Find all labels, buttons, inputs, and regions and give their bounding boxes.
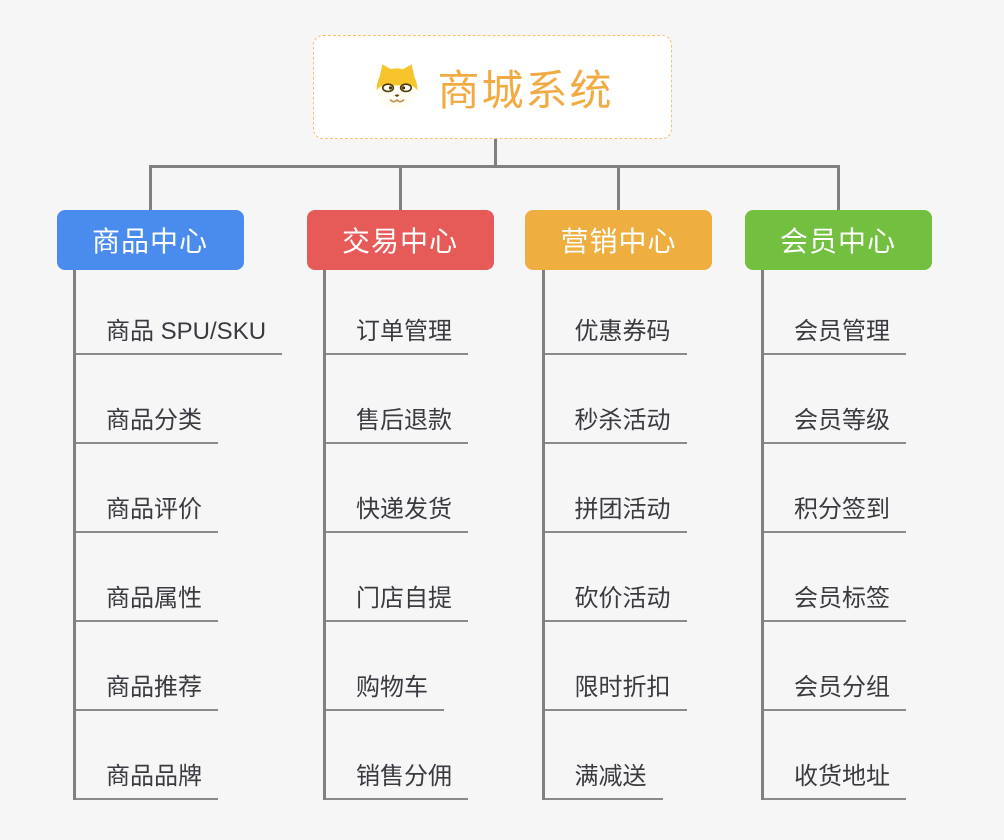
branch-header-label: 商品中心 (91, 226, 208, 257)
connector-branch-drop (398, 166, 402, 212)
root-topic-label: 商城系统 (437, 66, 614, 114)
branch-item-list: 优惠券码秒杀活动拼团活动砍价活动限时折扣满减送 (541, 270, 687, 800)
branch-item-row: 订单管理 (323, 270, 468, 355)
branch-item-row: 拼团活动 (541, 444, 687, 533)
topic-node[interactable]: 砍价活动 (544, 578, 687, 622)
topic-node[interactable]: 会员标签 (764, 578, 906, 622)
connector-root-drop (493, 139, 497, 168)
branch-item-row: 会员标签 (761, 533, 906, 622)
topic-node[interactable]: 秒杀活动 (544, 400, 687, 444)
branch-item-row: 会员管理 (761, 270, 906, 355)
branch-item-row: 积分签到 (761, 444, 906, 533)
branch-item-row: 商品品牌 (73, 711, 282, 800)
topic-node[interactable]: 积分签到 (764, 489, 906, 533)
topic-node[interactable]: 满减送 (544, 756, 663, 800)
topic-node[interactable]: 优惠券码 (544, 311, 687, 355)
branch-header-node[interactable]: 交易中心 (306, 210, 494, 270)
branch-item-row: 收货地址 (761, 711, 906, 800)
branch-item-row: 满减送 (541, 711, 687, 800)
branch-item-list: 会员管理会员等级积分签到会员标签会员分组收货地址 (761, 270, 906, 800)
dog-face-icon (371, 61, 423, 113)
topic-node[interactable]: 收货地址 (764, 756, 906, 800)
topic-node[interactable]: 门店自提 (326, 578, 468, 622)
branch-header-label: 营销中心 (560, 226, 677, 257)
branch-item-row: 砍价活动 (541, 533, 687, 622)
branch-item-row: 快递发货 (323, 444, 468, 533)
root-topic-node[interactable]: 商城系统 (313, 35, 672, 139)
topic-node[interactable]: 商品分类 (76, 400, 218, 444)
branch-item-row: 商品推荐 (73, 622, 282, 711)
branch-item-row: 会员分组 (761, 622, 906, 711)
topic-node[interactable]: 快递发货 (326, 489, 468, 533)
branch-header-label: 交易中心 (341, 226, 458, 257)
branch-item-row: 会员等级 (761, 355, 906, 444)
branch-item-row: 限时折扣 (541, 622, 687, 711)
topic-node[interactable]: 商品评价 (76, 489, 218, 533)
topic-node[interactable]: 商品品牌 (76, 756, 218, 800)
branch-item-list: 订单管理售后退款快递发货门店自提购物车销售分佣 (323, 270, 468, 800)
branch-item-row: 商品分类 (73, 355, 282, 444)
topic-node[interactable]: 拼团活动 (544, 489, 687, 533)
topic-node[interactable]: 售后退款 (326, 400, 468, 444)
branch-header-label: 会员中心 (779, 226, 896, 257)
branch-item-list: 商品 SPU/SKU 商品分类商品评价商品属性商品推荐商品品牌 (73, 270, 283, 800)
topic-node[interactable]: 商品属性 (76, 578, 218, 622)
topic-node[interactable]: 商品推荐 (76, 667, 218, 711)
topic-node[interactable]: 销售分佣 (326, 756, 468, 800)
connector-rail (148, 165, 840, 168)
topic-node[interactable]: 购物车 (326, 667, 444, 711)
branch-item-row: 商品属性 (73, 533, 282, 622)
branch-item-row: 购物车 (323, 622, 468, 711)
topic-node[interactable]: 会员等级 (764, 400, 906, 444)
topic-node[interactable]: 会员管理 (764, 311, 906, 355)
branch-item-row: 销售分佣 (323, 711, 468, 800)
branch-item-row: 门店自提 (323, 533, 468, 622)
branch-header-node[interactable]: 商品中心 (56, 210, 244, 270)
branch-item-row: 秒杀活动 (541, 355, 687, 444)
topic-node[interactable]: 限时折扣 (544, 667, 687, 711)
branch-item-row: 优惠券码 (541, 270, 687, 355)
branch-item-row: 售后退款 (323, 355, 468, 444)
branch-item-row: 商品 SPU/SKU (73, 270, 283, 355)
branch-header-node[interactable]: 会员中心 (744, 210, 932, 270)
branch-item-row: 商品评价 (73, 444, 282, 533)
connector-branch-drop (836, 166, 840, 212)
topic-node[interactable]: 订单管理 (326, 311, 468, 355)
topic-node[interactable]: 商品 SPU/SKU (76, 311, 283, 355)
topic-node[interactable]: 会员分组 (764, 667, 906, 711)
connector-branch-drop (148, 166, 152, 212)
connector-branch-drop (617, 166, 620, 212)
branch-header-node[interactable]: 营销中心 (525, 210, 712, 270)
